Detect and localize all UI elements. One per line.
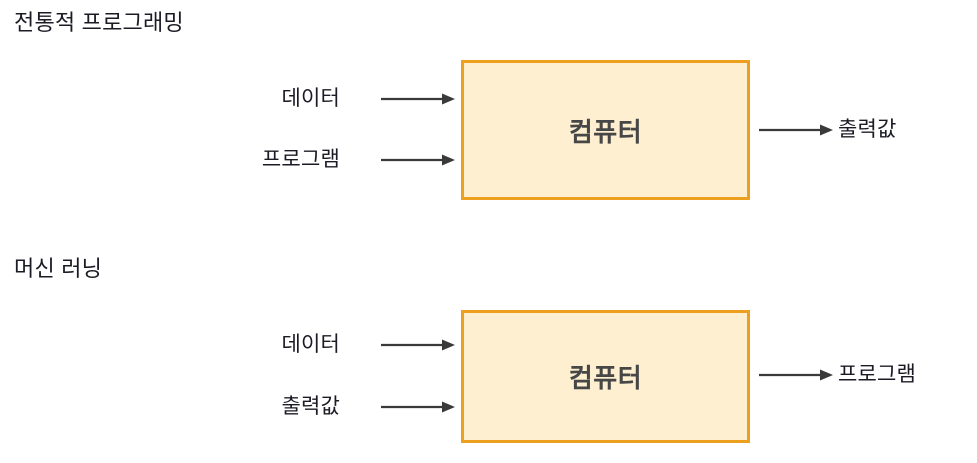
arrow-right-icon-output-traditional [759, 124, 833, 136]
input-label-data-ml: 데이터 [281, 333, 340, 356]
process-box-label-ml: 컴퓨터 [568, 363, 643, 393]
arrow-right-icon-input-data-traditional [381, 93, 455, 105]
arrow-right-icon-input-data-ml [381, 339, 455, 351]
arrow-right-icon-input-output-value-ml [381, 401, 455, 413]
process-box-label-traditional: 컴퓨터 [568, 116, 643, 147]
output-label-ml: 프로그램 [838, 363, 917, 386]
process-box-computer-ml: 컴퓨터 [461, 310, 750, 443]
output-label-traditional: 출력값 [838, 118, 897, 141]
input-label-data-traditional: 데이터 [281, 87, 340, 110]
process-box-computer-traditional: 컴퓨터 [461, 60, 750, 200]
section-title-machine-learning: 머신 러닝 [14, 256, 103, 281]
input-label-program-traditional: 프로그램 [261, 148, 340, 171]
input-label-output-value-ml: 출력값 [281, 395, 340, 418]
arrow-right-icon-output-ml [759, 369, 833, 381]
arrow-right-icon-input-program-traditional [381, 154, 455, 166]
section-title-traditional-programming: 전통적 프로그래밍 [14, 10, 184, 35]
